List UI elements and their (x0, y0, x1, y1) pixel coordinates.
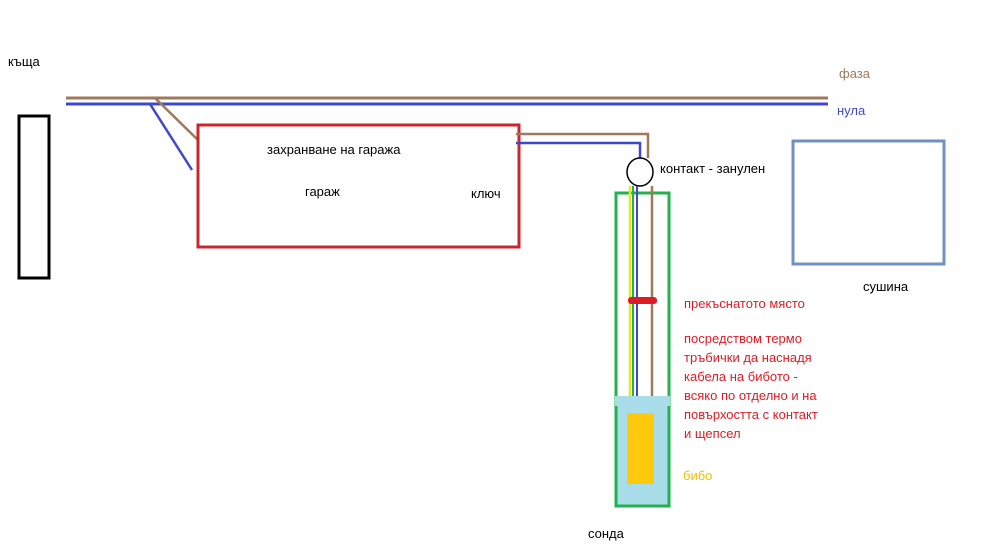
garage-supply-label: захранване на гаража (267, 142, 401, 157)
house-label: къща (8, 54, 40, 69)
dryer-label: сушина (863, 279, 909, 294)
cut-point-label: прекъснатото място (684, 296, 805, 311)
house-box (17, 114, 51, 280)
phase-wire-garage-branch (154, 97, 199, 141)
borehole-box (614, 191, 671, 508)
switch-label: ключ (471, 186, 501, 201)
borehole-label: сонда (588, 526, 624, 541)
neutral-label: нула (837, 103, 866, 118)
water-surface (615, 396, 670, 406)
cut-point-marker (628, 297, 657, 304)
garage-label: гараж (305, 184, 340, 199)
pump-label: бибо (683, 468, 713, 483)
garage-box (196, 123, 521, 249)
pump-body (627, 413, 654, 484)
socket-label: контакт - занулен (660, 161, 766, 176)
neutral-wire-to-socket (516, 141, 642, 158)
instructions-note: посредством термо тръбички да наснадя ка… (684, 331, 818, 441)
socket-symbol (626, 157, 654, 187)
phase-wire-to-socket (516, 132, 650, 158)
neutral-wire-garage-branch (148, 103, 194, 171)
dryer-box (791, 139, 946, 266)
phase-label: фаза (839, 66, 870, 81)
